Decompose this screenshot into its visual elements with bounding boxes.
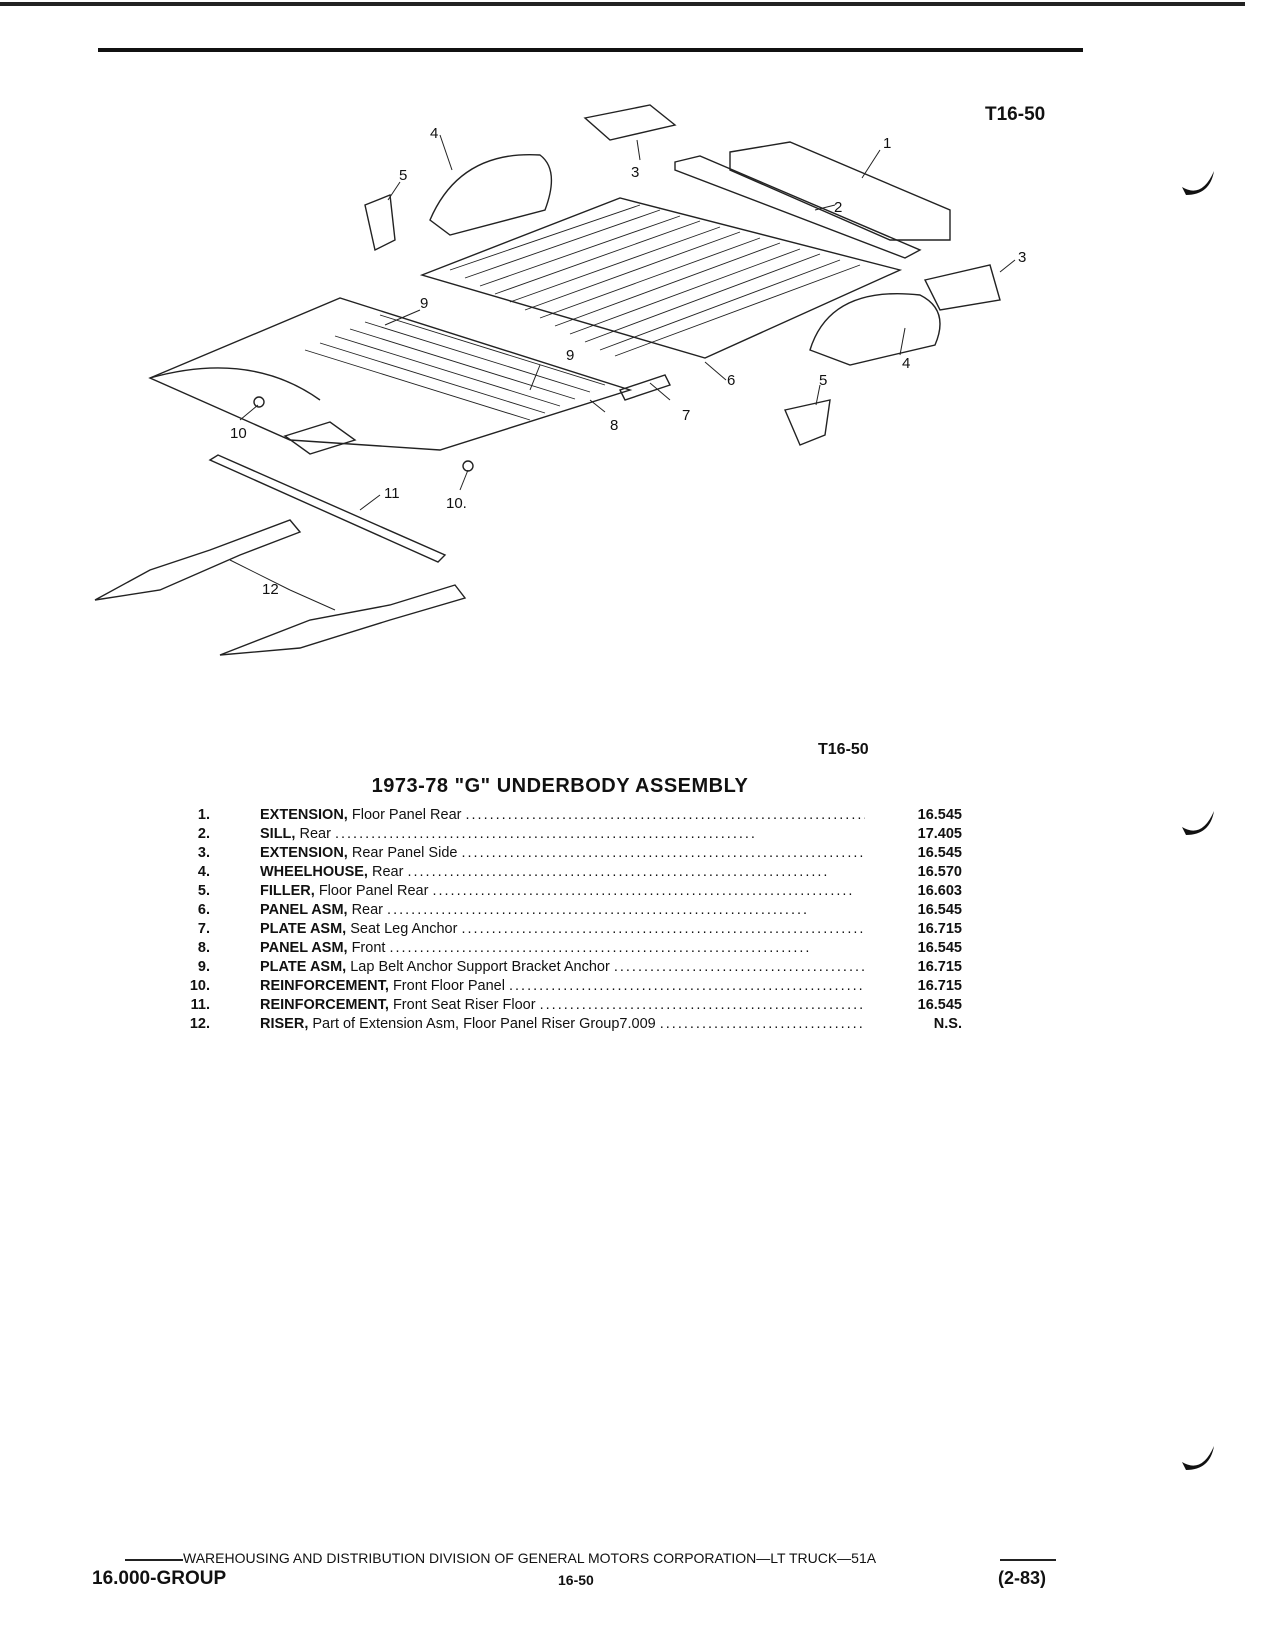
top-edge-line — [0, 2, 1245, 6]
callout-9a: 9 — [420, 295, 428, 312]
list-item: 10.REINFORCEMENT, Front Floor Panel ....… — [189, 978, 962, 994]
callout-3a: 3 — [631, 164, 639, 181]
callout-8: 8 — [610, 417, 618, 434]
page-title: 1973-78 "G" UNDERBODY ASSEMBLY — [371, 775, 749, 797]
footer-rule-left — [125, 1559, 183, 1561]
list-item: 9.PLATE ASM, Lap Belt Anchor Support Bra… — [197, 959, 962, 975]
list-item: 8.PANEL ASM, Front .....................… — [197, 940, 962, 956]
callout-1: 1 — [883, 135, 891, 152]
callout-4b: 4 — [902, 355, 910, 372]
callout-12: 12 — [262, 581, 279, 598]
wheelhouse-right-shape — [809, 292, 941, 366]
list-item: 2.SILL, Rear ...........................… — [197, 826, 962, 842]
callout-9b: 9 — [566, 347, 574, 364]
callout-10b: 10. — [446, 495, 467, 512]
footer-page-number: 16-50 — [558, 1572, 594, 1588]
list-item: 6.PANEL ASM, Rear ......................… — [197, 902, 962, 918]
callout-11: 11 — [384, 485, 400, 502]
header-rule — [98, 48, 1083, 52]
figure-code-top: T16-50 — [985, 104, 1046, 125]
wheelhouse-left-shape — [429, 153, 553, 236]
underbody-exploded-diagram: 1 2 3 3 4 4 5 5 6 7 8 9 9 10 10. 11 12 — [94, 104, 1026, 656]
rear-sill-shape — [674, 155, 922, 259]
riser-reinforcement-shape — [208, 454, 447, 563]
callout-6: 6 — [727, 372, 735, 389]
footer-rule-right — [1000, 1559, 1056, 1561]
list-item: 3.EXTENSION, Rear Panel Side ...........… — [197, 845, 962, 861]
footer-division: WAREHOUSING AND DISTRIBUTION DIVISION OF… — [183, 1550, 877, 1566]
binder-hole-mark-icon — [1182, 1446, 1214, 1470]
callout-4a: 4 — [430, 125, 438, 142]
list-item: 11.REINFORCEMENT, Front Seat Riser Floor… — [190, 997, 962, 1013]
binder-hole-mark-icon — [1182, 171, 1214, 195]
callout-2: 2 — [834, 199, 842, 216]
footer-group: 16.000-GROUP — [92, 1568, 227, 1589]
figure-code-bottom: T16-50 — [818, 741, 869, 758]
footer-date: (2-83) — [998, 1568, 1047, 1588]
callout-5b: 5 — [819, 372, 827, 389]
callout-5a: 5 — [399, 167, 407, 184]
callout-10a: 10 — [230, 425, 247, 442]
binder-hole-mark-icon — [1182, 811, 1214, 835]
floor-extension-shape — [729, 141, 951, 241]
list-item: 4.WHEELHOUSE, Rear .....................… — [197, 864, 962, 880]
parts-list: 1.EXTENSION, Floor Panel Rear ..........… — [170, 806, 970, 1034]
callout-3b: 3 — [1018, 249, 1026, 266]
list-item: 7.PLATE ASM, Seat Leg Anchor ...........… — [197, 921, 962, 937]
callout-7: 7 — [682, 407, 690, 424]
riser-right-shape — [219, 584, 467, 656]
list-item: 5.FILLER, Floor Panel Rear .............… — [197, 883, 962, 899]
list-item: 12.RISER, Part of Extension Asm, Floor P… — [189, 1016, 962, 1032]
front-panel-shape — [148, 297, 633, 451]
rear-panel-shape — [419, 197, 903, 359]
riser-left-shape — [94, 519, 302, 601]
list-item: 1.EXTENSION, Floor Panel Rear ..........… — [197, 807, 962, 823]
